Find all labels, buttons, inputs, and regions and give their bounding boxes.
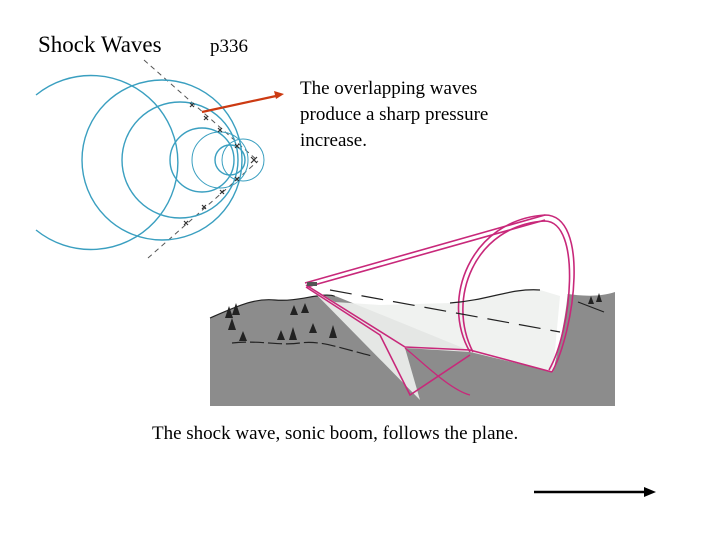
wave-circles bbox=[35, 74, 265, 251]
direction-arrow bbox=[534, 487, 656, 497]
intersection-markers bbox=[183, 102, 258, 226]
note-line: increase. bbox=[300, 130, 367, 151]
note-line: The overlapping waves bbox=[300, 78, 478, 99]
overlap-explanation: The overlapping waves produce a sharp pr… bbox=[300, 76, 560, 154]
pointer-arrow bbox=[201, 91, 284, 114]
sonic-boom-illustration bbox=[209, 214, 615, 406]
caption: The shock wave, sonic boom, follows the … bbox=[152, 423, 519, 444]
page-reference: p336 bbox=[210, 36, 248, 57]
slide-title: Shock Waves bbox=[38, 32, 162, 57]
note-line: produce a sharp pressure bbox=[300, 104, 489, 125]
tree-icons bbox=[225, 293, 602, 341]
plane-icon bbox=[307, 282, 317, 286]
